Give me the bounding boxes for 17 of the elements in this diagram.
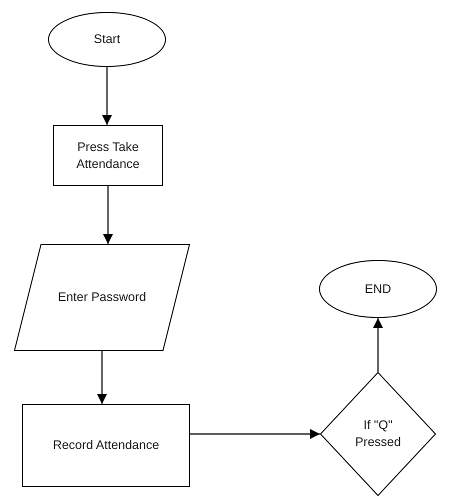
arrow [373,318,383,372]
input-parallelogram [14,244,190,351]
arrow [102,67,112,125]
node-label: Start [94,31,120,48]
process-box [53,125,163,186]
node-label: If "Q" Pressed [354,417,402,451]
arrow [103,186,113,244]
node-label: END [364,280,392,298]
node-label: Enter Password [58,289,146,306]
arrow [190,429,320,439]
decision-diamond [320,372,436,496]
arrow [97,351,107,404]
node-label: Press Take Attendance [75,138,141,172]
start-ellipse [48,12,166,67]
node-label: Record Attendance [52,437,160,454]
process-box [22,404,190,487]
end-ellipse [319,260,437,318]
